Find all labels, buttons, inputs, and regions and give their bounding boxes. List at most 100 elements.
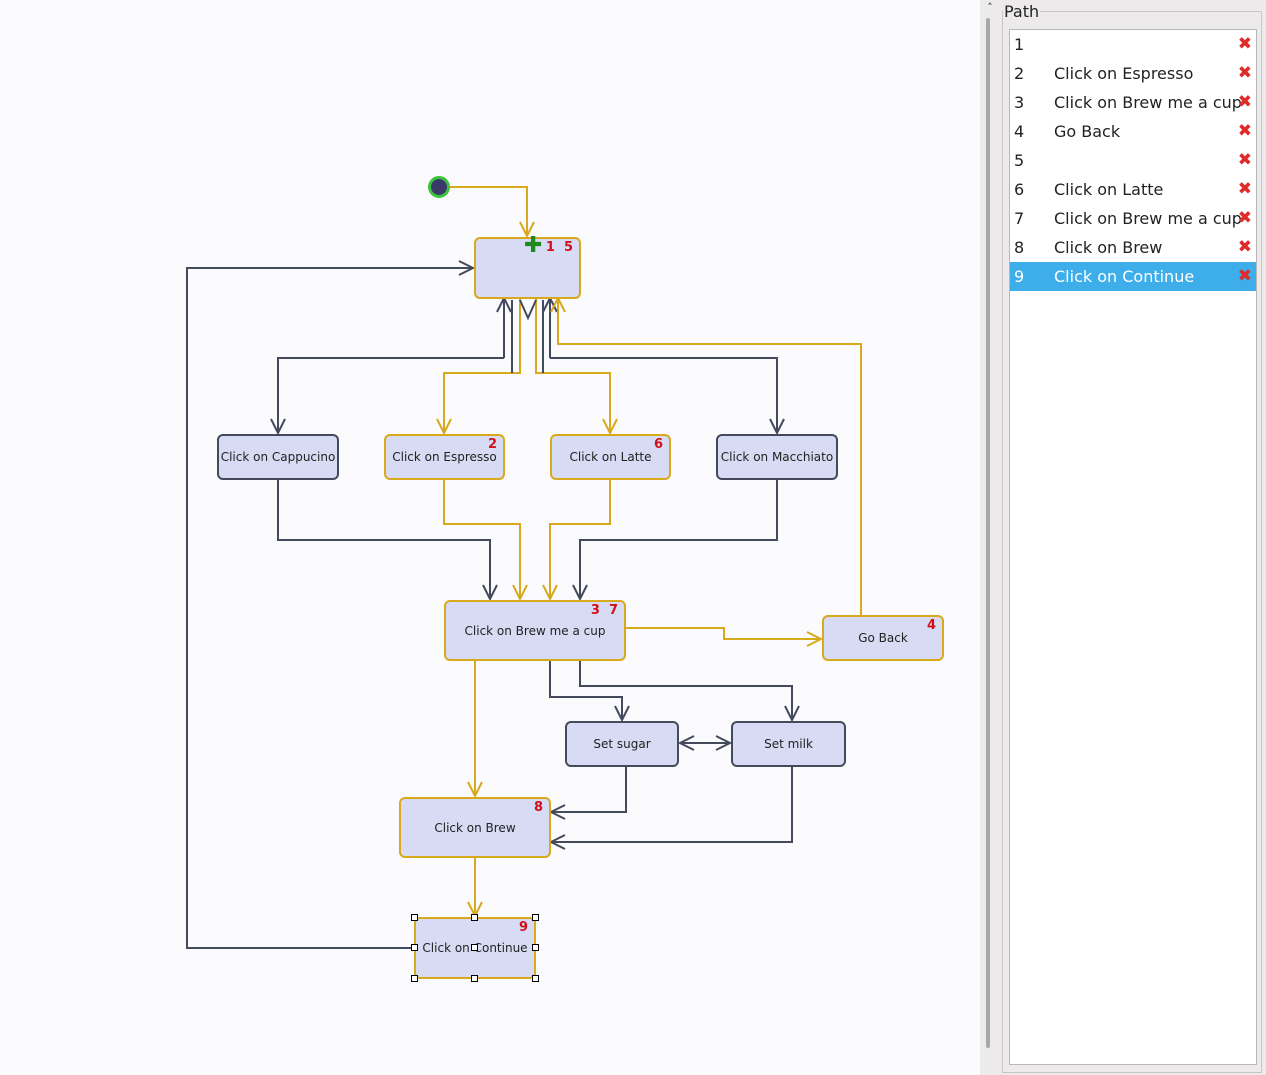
path-step-row[interactable]: 5✖ <box>1010 146 1256 175</box>
path-step-number: 5 <box>1014 151 1025 170</box>
node-label: Click on Cappucino <box>220 450 336 464</box>
node-go-back[interactable]: Go Back 4 <box>822 615 944 661</box>
delete-step-icon[interactable]: ✖ <box>1237 121 1252 141</box>
edge-macchiato-brewcup <box>580 480 778 599</box>
node-label: Click on Latte <box>569 450 652 464</box>
edge-home-cappuccino <box>278 357 504 433</box>
path-step-row[interactable]: 3 Click on Brew me a cup✖ <box>1010 88 1256 117</box>
edge-home-macchiato <box>550 357 777 433</box>
resize-handle[interactable] <box>471 975 478 982</box>
node-home-badges: 1 5 <box>546 240 573 255</box>
path-step-label: Click on Brew me a cup <box>1054 209 1242 228</box>
delete-step-icon[interactable]: ✖ <box>1237 208 1252 228</box>
node-label: Click on Espresso <box>392 450 497 464</box>
resize-handle[interactable] <box>532 944 539 951</box>
path-panel-title: Path <box>1003 2 1041 21</box>
resize-handle[interactable] <box>532 975 539 982</box>
path-step-number: 9 <box>1014 267 1025 286</box>
node-home[interactable]: ✚ 1 5 <box>474 233 581 299</box>
path-step-row[interactable]: 1✖ <box>1010 30 1256 59</box>
delete-step-icon[interactable]: ✖ <box>1237 179 1252 199</box>
badge: 4 <box>926 618 936 633</box>
vertical-scrollbar[interactable] <box>980 0 1000 1075</box>
resize-handle[interactable] <box>411 975 418 982</box>
edge-continue-home <box>186 268 473 949</box>
badge: 6 <box>653 437 663 452</box>
node-set-sugar[interactable]: Set sugar <box>565 721 679 767</box>
node-espresso[interactable]: Click on Espresso 2 <box>384 434 505 480</box>
path-step-row[interactable]: 6 Click on Latte ✖ <box>1010 175 1256 204</box>
badge: 5 <box>563 240 573 255</box>
diagram-canvas[interactable]: ✚ 1 5 Click on Cappucino Click on Espres… <box>0 0 980 1075</box>
delete-step-icon[interactable]: ✖ <box>1237 237 1252 257</box>
edge-sugar-brew <box>551 767 627 812</box>
edge-home-espresso <box>444 298 521 433</box>
path-step-row[interactable]: 7 Click on Brew me a cup✖ <box>1010 204 1256 233</box>
scrollbar-thumb[interactable] <box>986 18 990 1048</box>
node-label: Set sugar <box>593 737 651 751</box>
badge: 7 <box>608 603 618 618</box>
resize-handle[interactable] <box>532 914 539 921</box>
start-node[interactable] <box>428 176 450 198</box>
node-set-milk[interactable]: Set milk <box>731 721 846 767</box>
node-macchiato[interactable]: Click on Macchiato <box>716 434 838 480</box>
resize-handle[interactable] <box>411 944 418 951</box>
path-step-number: 8 <box>1014 238 1025 257</box>
plus-icon[interactable]: ✚ <box>524 233 543 258</box>
badge: 1 <box>545 240 555 255</box>
node-label: Click on Macchiato <box>720 450 834 464</box>
node-latte[interactable]: Click on Latte 6 <box>550 434 671 480</box>
node-badges: 6 <box>654 437 663 452</box>
path-step-label: Click on Latte <box>1054 180 1164 199</box>
path-step-number: 7 <box>1014 209 1025 228</box>
edge-layer <box>186 186 862 949</box>
path-step-number: 3 <box>1014 93 1025 112</box>
path-step-number: 2 <box>1014 64 1025 83</box>
node-badges: 4 <box>927 618 936 633</box>
edge-cappuccino-brewcup <box>277 480 490 599</box>
node-brew[interactable]: Click on Brew 8 <box>399 797 551 858</box>
node-badges: 9 <box>519 920 528 935</box>
node-cappuccino[interactable]: Click on Cappucino <box>217 434 339 480</box>
path-step-label: Click on Brew me a cup <box>1054 93 1242 112</box>
scroll-up-icon[interactable]: ˄ <box>987 1 993 14</box>
edge-brewcup-milk <box>579 661 792 720</box>
edge-brewcup-sugar <box>549 661 622 720</box>
path-step-number: 1 <box>1014 35 1025 54</box>
node-badges: 3 7 <box>591 603 618 618</box>
delete-step-icon[interactable]: ✖ <box>1237 92 1252 112</box>
path-step-row[interactable]: 9 Click on Continue ✖ <box>1010 262 1256 291</box>
badge: 8 <box>533 800 543 815</box>
path-step-label: Go Back <box>1054 122 1121 141</box>
edge-brewcup-goback <box>626 627 821 639</box>
node-badges: 8 <box>534 800 543 815</box>
edge-espresso-brewcup <box>443 480 520 599</box>
edge-start-home <box>450 186 527 236</box>
path-step-label: Click on Continue <box>1054 267 1195 286</box>
path-step-number: 6 <box>1014 180 1025 199</box>
edge-milk-brew <box>551 767 793 842</box>
node-label: Click on Brew <box>434 820 516 835</box>
resize-handle[interactable] <box>471 914 478 921</box>
node-label: Set milk <box>764 737 813 751</box>
path-step-label: Click on Brew <box>1054 238 1163 257</box>
node-brew-me-a-cup[interactable]: Click on Brew me a cup 3 7 <box>444 600 626 661</box>
edge-goback-home <box>558 298 862 615</box>
node-label: Go Back <box>858 631 908 645</box>
resize-handle[interactable] <box>411 914 418 921</box>
delete-step-icon[interactable]: ✖ <box>1237 266 1252 286</box>
node-label: Click on Brew me a cup <box>464 623 606 638</box>
badge: 2 <box>487 437 497 452</box>
badge: 3 <box>590 603 600 618</box>
badge: 9 <box>518 920 528 935</box>
path-step-row[interactable]: 4 Go Back ✖ <box>1010 117 1256 146</box>
delete-step-icon[interactable]: ✖ <box>1237 63 1252 83</box>
delete-step-icon[interactable]: ✖ <box>1237 150 1252 170</box>
delete-step-icon[interactable]: ✖ <box>1237 34 1252 54</box>
path-step-row[interactable]: 8 Click on Brew ✖ <box>1010 233 1256 262</box>
resize-handle[interactable] <box>471 944 478 951</box>
path-step-number: 4 <box>1014 122 1025 141</box>
